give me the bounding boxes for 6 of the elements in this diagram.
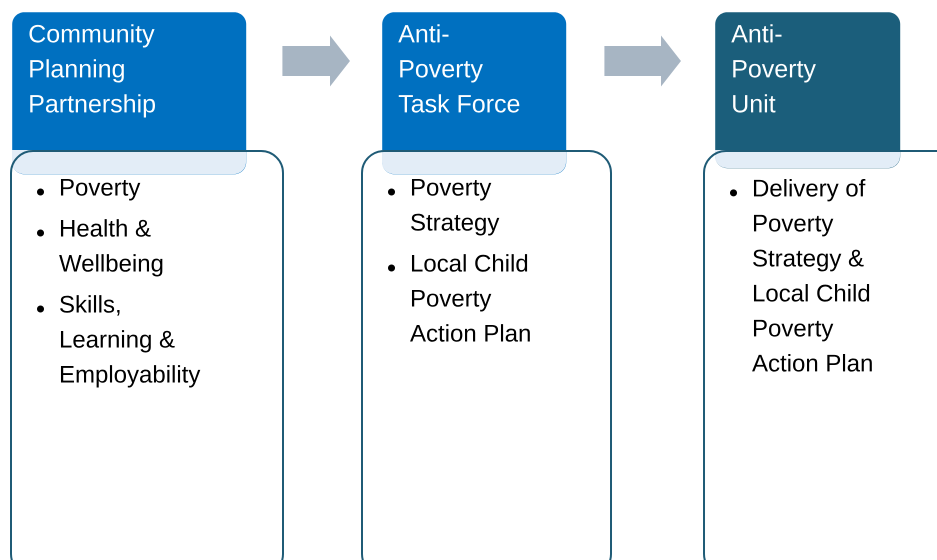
list-box: Poverty Health & Wellbeing Skills, Learning & Employability (10, 150, 284, 560)
list-box: Delivery of Poverty Strategy & Local Child Poverty Action Plan (703, 150, 937, 560)
header-box: Anti-Poverty Unit (715, 12, 900, 168)
header-box: Community Planning Partnership (12, 12, 246, 174)
list-box: Poverty Strategy Local Child Poverty Action Plan (361, 150, 612, 560)
header-box: Anti-Poverty Task Force (382, 12, 566, 174)
